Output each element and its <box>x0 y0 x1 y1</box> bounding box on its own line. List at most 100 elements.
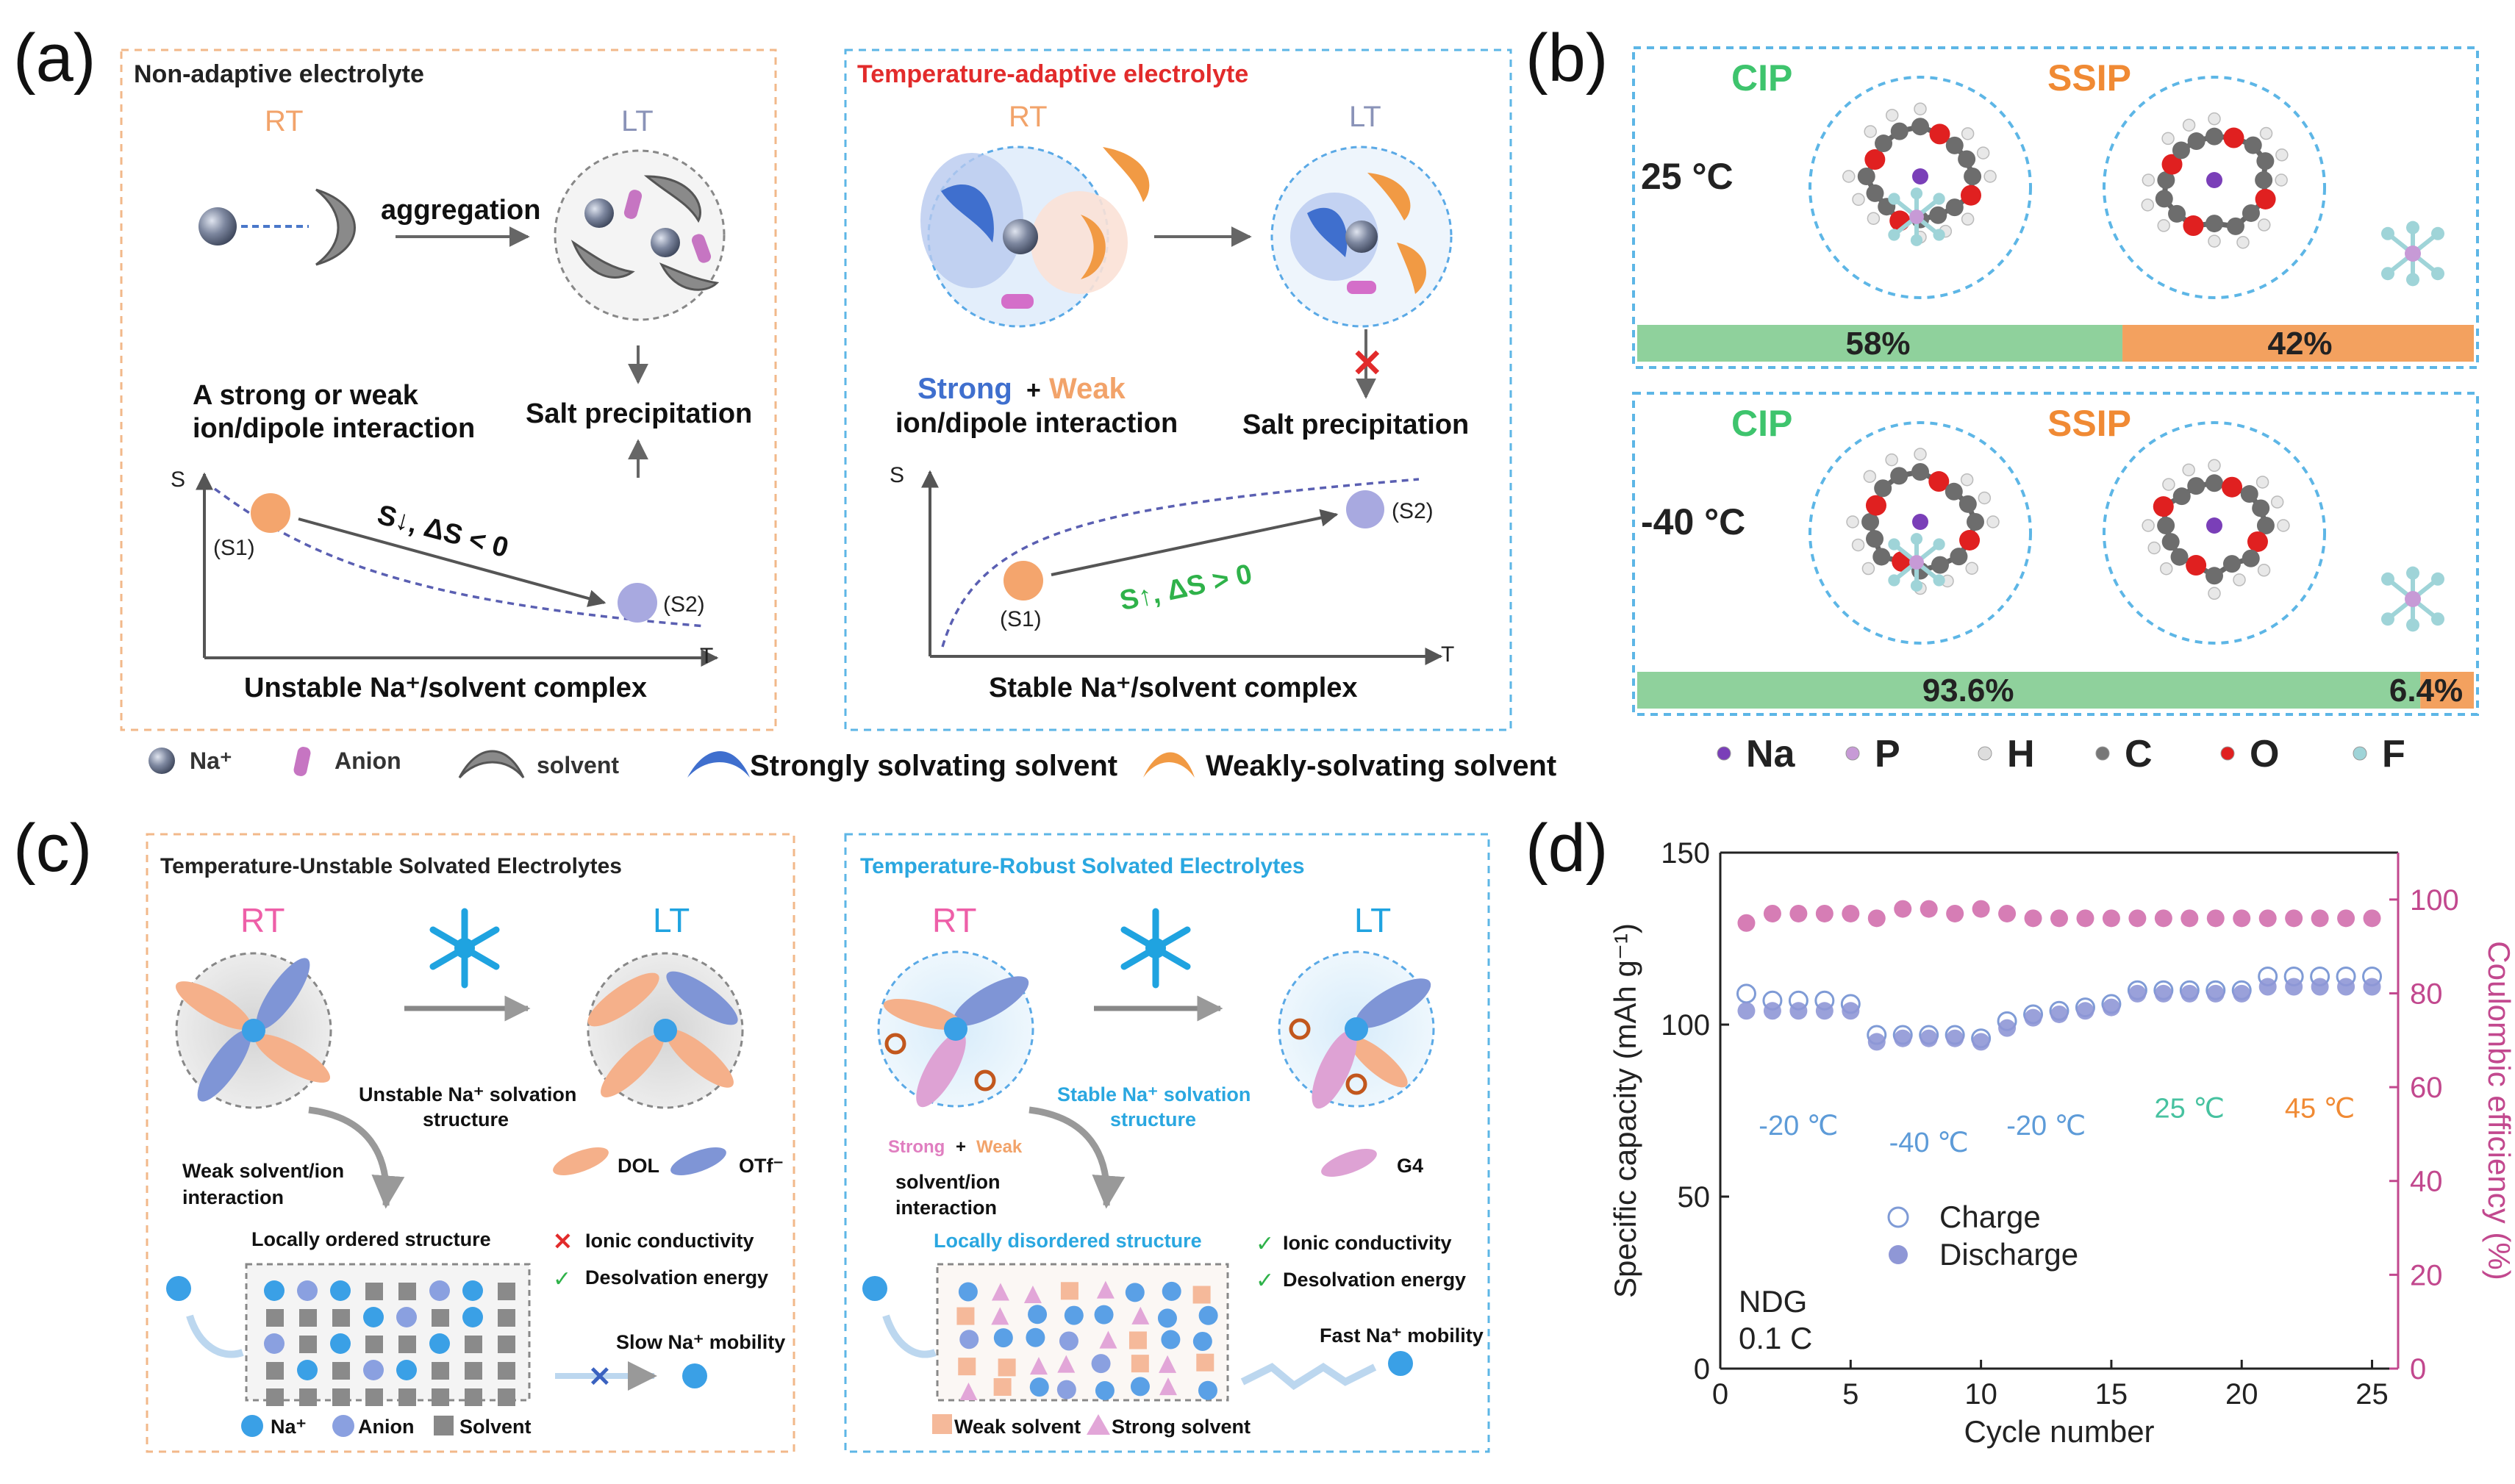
check-icon: ✓ <box>1256 1268 1274 1294</box>
data-point <box>2102 998 2120 1017</box>
x-tick-label: 10 <box>1964 1378 1997 1410</box>
element-symbol: C <box>2125 733 2153 775</box>
g4-label: G4 <box>1397 1155 1423 1177</box>
legend-anion-icon <box>293 747 311 776</box>
weak-solvent <box>1131 1355 1149 1373</box>
panel-b-label: (b) <box>1525 21 1608 96</box>
data-point <box>1842 1002 1860 1020</box>
data-point <box>2076 909 2094 928</box>
na-ion <box>396 1360 417 1380</box>
weak-solvent <box>956 1307 975 1325</box>
data-point <box>1815 904 1834 922</box>
solvent <box>465 1388 482 1406</box>
y-axis-label: Specific capacity (mAh g⁻¹) <box>1608 923 1642 1298</box>
data-point <box>2206 909 2225 928</box>
element-dot <box>2095 746 2110 761</box>
panel-c-right-legend: Weak solvent Strong solvent <box>932 1414 1251 1438</box>
data-point <box>1894 1029 1912 1047</box>
anion <box>959 1330 979 1349</box>
x-tick-label: 5 <box>1842 1378 1858 1410</box>
data-point <box>2206 984 2225 1003</box>
solvent <box>266 1362 284 1380</box>
na-ion <box>1161 1330 1181 1349</box>
panel-a-right-frame <box>844 49 1512 731</box>
panel-c-left-weak-1: Weak solvent/ion <box>182 1160 344 1182</box>
legend-discharge: Discharge <box>1939 1237 2078 1272</box>
data-point <box>2363 909 2381 928</box>
rt-solvation-sheath <box>920 146 1150 328</box>
na-ion <box>1028 1305 1048 1325</box>
data-point <box>2311 978 2329 996</box>
otf-icon <box>670 1147 726 1175</box>
panel-c-right-inter-2: interaction <box>895 1197 997 1219</box>
data-point <box>2050 909 2068 928</box>
panel-d-label: (d) <box>1525 811 1608 886</box>
strong-solvent <box>991 1283 1009 1301</box>
na-ion <box>462 1280 483 1301</box>
panel-c-right-lt: LT <box>1354 901 1391 939</box>
data-point <box>1789 1002 1808 1020</box>
curve-arrow <box>308 1106 405 1209</box>
diffusion-arrow <box>186 1314 244 1358</box>
cip-percent: 93.6% <box>1922 673 2014 709</box>
dol-icon <box>553 1147 609 1175</box>
legend-na: Na⁺ <box>190 748 232 774</box>
x-tick-label: 15 <box>2095 1378 2128 1410</box>
solvent <box>365 1336 383 1353</box>
panel-c-left-arrow-1: Unstable Na⁺ solvation <box>359 1083 576 1105</box>
panel-a-right-interaction: ion/dipole interaction <box>895 408 1178 439</box>
na-ion <box>1162 1281 1181 1301</box>
dol-label: DOL <box>618 1155 659 1177</box>
legend-weak-solvent: Weak solvent <box>954 1416 1081 1438</box>
na-ion <box>429 1333 450 1354</box>
data-point <box>2337 978 2355 996</box>
legend-charge: Charge <box>1939 1200 2041 1234</box>
solvent <box>332 1388 350 1406</box>
na-ion-icon <box>198 207 237 245</box>
s-axis-label: S <box>890 463 904 487</box>
na-ion <box>1130 1377 1150 1397</box>
check-icon: ✓ <box>553 1266 571 1292</box>
weak-solvent <box>998 1358 1016 1377</box>
panel-c-left-lt: LT <box>653 901 690 939</box>
ssip-label: SSIP <box>2047 57 2131 98</box>
anion <box>297 1280 318 1301</box>
blocked-cross-icon: ✕ <box>588 1362 612 1393</box>
weak-solvent <box>993 1378 1012 1397</box>
anion <box>363 1360 384 1380</box>
strong-solvent <box>1159 1377 1177 1396</box>
legend-weak-solvent-icon <box>1143 752 1195 778</box>
anion <box>1091 1354 1111 1374</box>
data-point <box>2128 984 2147 1003</box>
element-symbol: O <box>2250 733 2279 775</box>
weak-solvent <box>958 1358 976 1376</box>
data-point <box>2337 909 2355 928</box>
panel-a-right-rt: RT <box>1009 101 1048 133</box>
data-point <box>1737 1002 1756 1020</box>
temperature-annotation: -20 ℃ <box>1759 1111 1838 1141</box>
solvent <box>266 1388 284 1406</box>
na-ion <box>462 1307 483 1327</box>
solvent <box>498 1388 515 1406</box>
solvent <box>299 1388 317 1406</box>
temperature-annotation: 45 ℃ <box>2285 1093 2355 1124</box>
legend-solvent: solvent <box>537 752 619 778</box>
data-point <box>1946 904 1964 922</box>
element-symbol: P <box>1875 733 1900 775</box>
solvent <box>498 1336 515 1353</box>
data-point <box>2258 909 2277 928</box>
aggregation-label: aggregation <box>381 195 540 226</box>
x-tick-label: 20 <box>2225 1378 2258 1410</box>
na-ion <box>1026 1327 1045 1347</box>
ssip-fraction-bar <box>2122 325 2474 362</box>
solvent-icon <box>315 188 356 266</box>
na-ion <box>958 1282 978 1302</box>
entropy-increase: S↑, ΔS > 0 <box>1117 559 1254 617</box>
legend-na-icon <box>149 748 175 774</box>
legend-na: Na⁺ <box>271 1416 307 1438</box>
data-point <box>2154 909 2172 928</box>
solvent <box>299 1309 317 1327</box>
weak-solvent <box>1128 1331 1147 1349</box>
